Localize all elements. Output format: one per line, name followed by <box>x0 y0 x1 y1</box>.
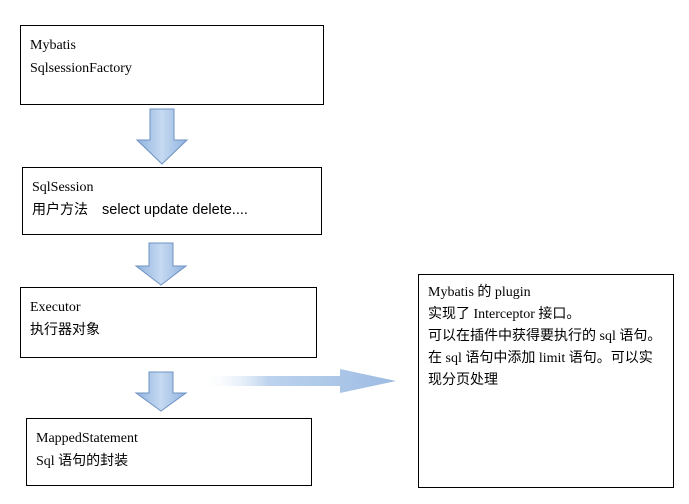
down-arrow-2 <box>134 242 188 286</box>
plugin-interface: 实现了 Interceptor 接口。 <box>428 307 581 322</box>
mapped-desc: Sql 语句的封装 <box>36 454 129 469</box>
factory-subtitle: SqlsessionFactory <box>30 61 132 76</box>
session-methods-label: 用户方法 <box>32 203 88 218</box>
executor-box: Executor 执行器对象 <box>20 287 317 358</box>
plugin-get-sql: 可以在插件中获得要执行的 sql 语句。 <box>428 329 662 344</box>
sqlsession-box: SqlSession 用户方法 select update delete.... <box>22 167 322 235</box>
plugin-box: Mybatis 的 plugin 实现了 Interceptor 接口。 可以在… <box>418 274 674 488</box>
plugin-title: Mybatis 的 plugin <box>428 285 531 300</box>
session-title: SqlSession <box>32 180 94 195</box>
down-arrow-3 <box>134 371 188 412</box>
executor-desc: 执行器对象 <box>30 323 100 338</box>
down-arrow-1 <box>135 108 189 165</box>
factory-title: Mybatis <box>30 38 76 53</box>
mappedstatement-box: MappedStatement Sql 语句的封装 <box>26 418 312 486</box>
sqlsessionfactory-box: Mybatis SqlsessionFactory <box>20 25 324 105</box>
right-arrow-to-plugin <box>200 369 396 393</box>
session-methods-line: 用户方法 select update delete.... <box>32 199 312 222</box>
executor-title: Executor <box>30 300 81 315</box>
mapped-title: MappedStatement <box>36 431 138 446</box>
plugin-pagination: 在 sql 语句中添加 limit 语句。可以实现分页处理 <box>428 351 653 388</box>
session-methods-list: select update delete.... <box>102 202 248 218</box>
